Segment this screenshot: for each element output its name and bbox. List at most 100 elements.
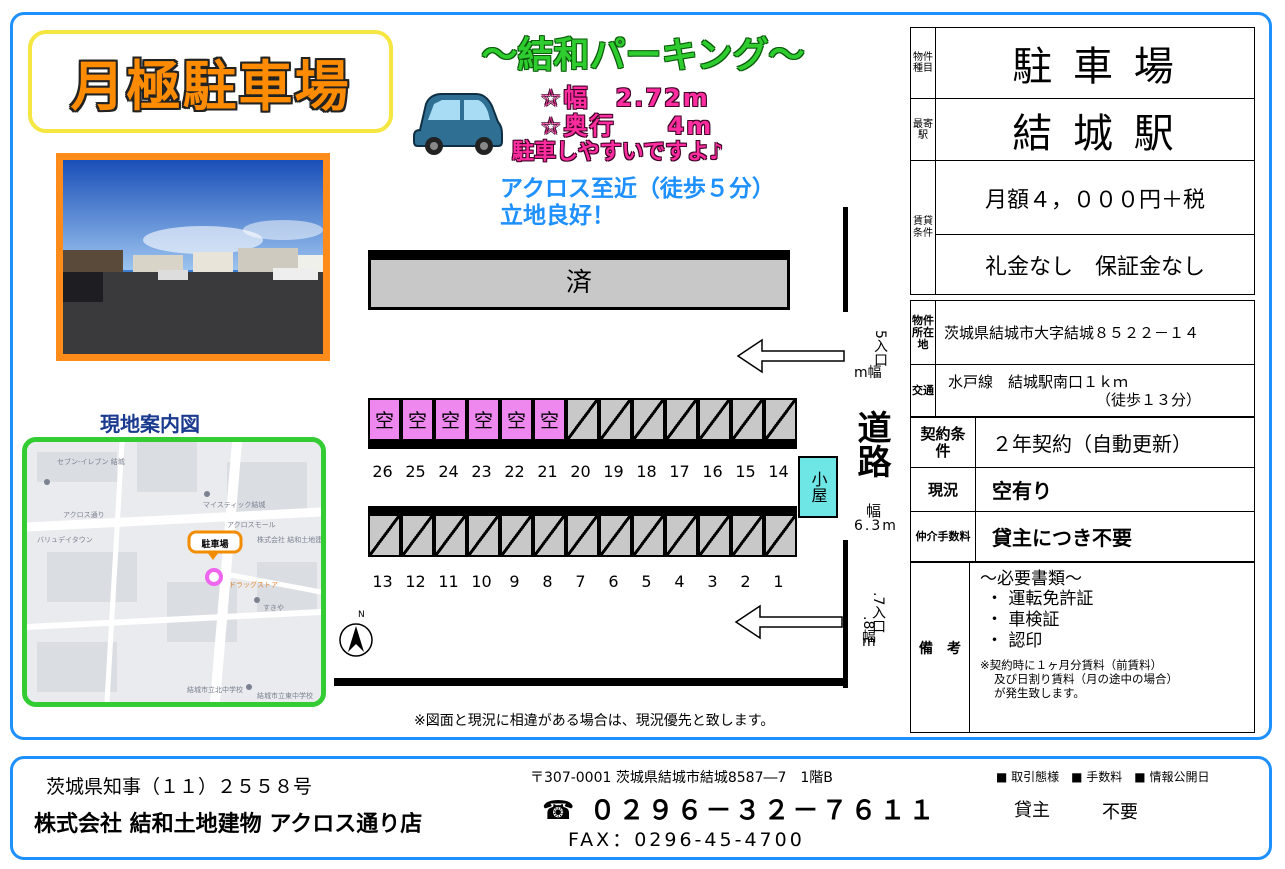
svg-text:アクロス通り: アクロス通り	[63, 510, 105, 519]
status-label: 現況	[910, 467, 976, 512]
parking-slot-4	[665, 514, 698, 557]
slot-number: 25	[405, 462, 426, 481]
car-icon	[412, 82, 504, 162]
parking-slot-11	[434, 514, 467, 557]
parking-slot-12	[401, 514, 434, 557]
slot-number: 24	[438, 462, 459, 481]
slot-number: 4	[674, 572, 685, 591]
transport-walk: （徒歩１３分）	[1096, 390, 1202, 409]
entrance2-sub: .8幅	[860, 616, 876, 644]
svg-text:株式会社 結和土地建物: 株式会社 結和土地建物	[257, 535, 321, 544]
remarks-note: が発生致します。	[994, 686, 1085, 700]
nearby-line2: 立地良好！	[500, 203, 615, 229]
phone-number: ☎ ０２９６－３２－７６１１	[542, 796, 938, 826]
svg-text:すきや: すきや	[263, 604, 284, 612]
entrance-arrow-bottom	[734, 604, 844, 644]
svg-text:アクロスモール: アクロスモール	[227, 521, 276, 529]
slot-number: 1	[773, 572, 784, 591]
transport-value-line: 水戸線 結城駅南口１ｋｍ	[948, 372, 1129, 391]
parking-slot-26: 空	[368, 398, 401, 441]
hut-label: 小屋	[808, 471, 828, 503]
slot-number: 23	[471, 462, 492, 481]
svg-text:バリュデイタウン: バリュデイタウン	[37, 535, 93, 544]
parking-slot-18	[632, 398, 665, 441]
parking-slot-15	[731, 398, 764, 441]
slot-number: 26	[372, 462, 393, 481]
parking-slot-24: 空	[434, 398, 467, 441]
north-compass-icon	[336, 610, 376, 664]
main-frame	[10, 12, 1272, 740]
slot-number: 18	[636, 462, 657, 481]
property-info-table: 物件種目 駐 車 場 最寄駅 結 城 駅 賃貸条件 月額４，０００円＋税 礼金な…	[910, 27, 1255, 295]
entrance2-unit: m	[862, 634, 876, 650]
parking-slot-3	[698, 514, 731, 557]
footer-frame	[10, 756, 1272, 860]
parking-slot-16	[698, 398, 731, 441]
station-label: 最寄駅	[910, 98, 936, 161]
entrance1-unit: m幅	[854, 365, 882, 381]
svg-text:結城市立東中学校: 結城市立東中学校	[257, 691, 313, 700]
parking-slot-23: 空	[467, 398, 500, 441]
parking-slot-17	[665, 398, 698, 441]
parking-slot-22: 空	[500, 398, 533, 441]
bottom-row-curb	[368, 506, 797, 514]
parking-slot-5	[632, 514, 665, 557]
road-edge-top	[843, 207, 848, 312]
license-number: 茨城県知事（１１）２５５８号	[46, 776, 313, 798]
parking-slot-1	[764, 514, 797, 557]
spec-depth: ☆奥行 4m	[540, 112, 714, 140]
bottom-row-numbers: 13 12 11 10 9 8 7 6 5 4 3 2 1	[366, 572, 798, 592]
slot-number: 14	[768, 462, 789, 481]
site-map-image: セブン-イレブン 結城 マイスティック結城 アクロスモール アクロス通り バリュ…	[27, 442, 321, 702]
road-width: 6.3m	[854, 518, 898, 534]
slot-number: 6	[608, 572, 619, 591]
site-photo-image	[63, 160, 323, 354]
parking-slot-25: 空	[401, 398, 434, 441]
contract-value: ２年契約（自動更新）	[975, 417, 1255, 468]
slot-number: 9	[509, 572, 520, 591]
top-row: 空 空 空 空 空 空	[368, 398, 797, 460]
address-value: 茨城県結城市大字結城８５２２－１４	[935, 300, 1255, 365]
commission-value: 不要	[1102, 802, 1138, 823]
slot-number: 16	[702, 462, 723, 481]
slot-number: 20	[570, 462, 591, 481]
spec-width: ☆幅 2.72m	[540, 84, 710, 112]
spec-easy: 駐車しやすいですよ♪	[512, 140, 724, 165]
block-contracted: 済	[368, 250, 790, 310]
remarks-label: 備 考	[910, 562, 970, 733]
contract-table: 契約条件 ２年契約（自動更新） 現況 空有り 仲介手数料 貸主につき不要	[910, 417, 1255, 562]
footer-legend: ■ 取引態様 ■ 手数料 ■ 情報公開日	[996, 770, 1210, 784]
entrance-arrow-top	[736, 338, 846, 378]
lease-value-deposit: 礼金なし 保証金なし	[935, 234, 1255, 295]
entrance1-label: 5入口	[872, 330, 888, 367]
road-label: 道路	[851, 410, 891, 478]
map-marker-label: 駐車場	[201, 538, 228, 550]
svg-text:セブン-イレブン 結城: セブン-イレブン 結城	[57, 457, 125, 466]
site-map: セブン-イレブン 結城 マイスティック結城 アクロスモール アクロス通り バリュ…	[22, 437, 326, 707]
slot-number: 3	[707, 572, 718, 591]
svg-text:ドラッグストア: ドラッグストア	[229, 580, 278, 589]
block-done-label: 済	[565, 267, 592, 298]
parking-slot-7	[566, 514, 599, 557]
remarks-note: 及び日割り賃料（月の途中の場合）	[994, 672, 1178, 686]
parking-slot-13	[368, 514, 401, 557]
slot-number: 5	[641, 572, 652, 591]
contract-label: 契約条件	[910, 417, 976, 468]
fee-value: 貸主につき不要	[975, 511, 1255, 562]
svg-text:マイスティック結城: マイスティック結城	[203, 500, 265, 509]
road-edge-bottom	[843, 540, 848, 688]
parking-name: ～結和パーキング～	[481, 35, 805, 76]
title-box: 月極駐車場	[28, 30, 393, 133]
north-label: N	[358, 610, 365, 620]
type-value: 駐 車 場	[935, 27, 1255, 99]
slot-number: 19	[603, 462, 624, 481]
slot-number: 21	[537, 462, 558, 481]
slot-number: 8	[542, 572, 553, 591]
entrance2-label: .7入口	[870, 592, 886, 634]
station-value: 結 城 駅	[935, 98, 1255, 161]
lease-label: 賃貸条件	[910, 160, 936, 295]
top-row-numbers: 26 25 24 23 22 21 20 19 18 17 16 15 14	[366, 462, 798, 482]
svg-text:結城市立北中学校: 結城市立北中学校	[187, 685, 243, 694]
parking-slot-6	[599, 514, 632, 557]
map-title: 現地案内図	[100, 412, 200, 436]
